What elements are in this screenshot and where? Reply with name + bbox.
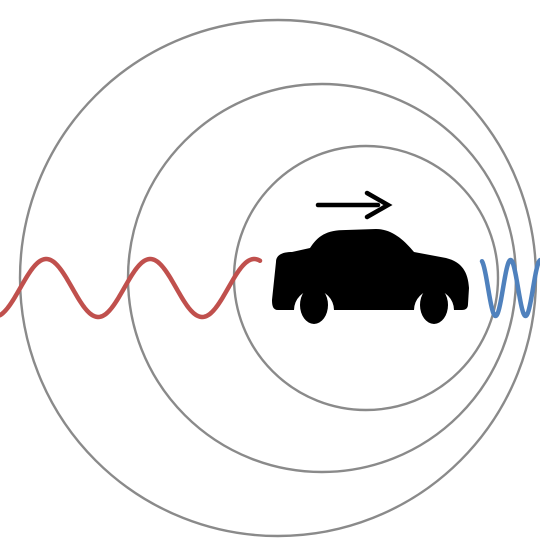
car-rear-wheel bbox=[300, 286, 328, 324]
car-front-wheel bbox=[420, 286, 448, 324]
motion-arrow bbox=[315, 190, 393, 220]
leading-wave-blue bbox=[479, 257, 540, 319]
trailing-wave-red bbox=[0, 256, 263, 320]
motion-arrow-head bbox=[364, 190, 393, 220]
car-icon bbox=[272, 229, 469, 324]
